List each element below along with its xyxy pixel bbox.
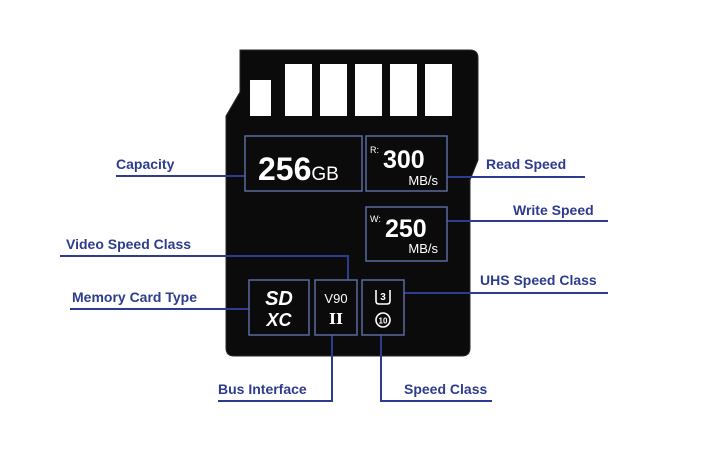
write-speed-label: Write Speed xyxy=(513,202,594,218)
write-value: 250 xyxy=(385,215,427,243)
read-speed-label: Read Speed xyxy=(486,156,566,172)
write-speed-box: W: 250 MB/s xyxy=(365,206,448,262)
read-unit: MB/s xyxy=(408,173,438,188)
speed-class-leader-line xyxy=(380,335,492,402)
uhs-speed-box: 3 10 xyxy=(361,279,405,336)
bus-interface-mark: II xyxy=(329,310,343,328)
xc-logo-text: XC xyxy=(265,310,292,330)
bus-interface-leader-line xyxy=(218,335,333,402)
contact-pin xyxy=(355,64,382,116)
uhs-class-number: 3 xyxy=(380,292,386,303)
speed-class-icon: 10 xyxy=(375,312,391,328)
sdxc-logo-box: SD XC xyxy=(248,279,310,336)
capacity-box: 256GB xyxy=(244,135,363,192)
annotation-lines xyxy=(60,175,608,402)
write-prefix: W: xyxy=(370,214,381,224)
read-prefix: R: xyxy=(370,145,379,155)
contact-pins xyxy=(250,64,452,116)
video-speed-mark: V90 xyxy=(324,291,347,306)
speed-class-number: 10 xyxy=(379,317,388,326)
video-bus-box: V90 II xyxy=(314,279,358,336)
capacity-unit: GB xyxy=(311,164,338,185)
capacity-label: Capacity xyxy=(116,156,175,172)
contact-pin xyxy=(390,64,417,116)
uhs-speed-class-label: UHS Speed Class xyxy=(480,272,597,288)
video-speed-leader-line xyxy=(60,255,349,280)
sd-logo-text: SD xyxy=(265,288,293,310)
uhs-class-icon: 3 xyxy=(375,290,391,305)
bus-interface-label: Bus Interface xyxy=(218,381,307,397)
contact-pin xyxy=(285,64,312,116)
speed-class-label: Speed Class xyxy=(404,381,487,397)
contact-pin xyxy=(425,64,452,116)
read-speed-box: R: 300 MB/s xyxy=(365,135,448,192)
annotation-labels: Capacity Read Speed Write Speed Video Sp… xyxy=(66,156,597,397)
contact-pin xyxy=(320,64,347,116)
read-value: 300 xyxy=(383,146,425,174)
video-speed-class-label: Video Speed Class xyxy=(66,236,191,252)
capacity-number: 256 xyxy=(258,151,311,187)
contact-pin xyxy=(250,80,271,116)
memory-card-type-label: Memory Card Type xyxy=(72,289,197,305)
svg-text:256GB: 256GB xyxy=(258,151,339,187)
write-unit: MB/s xyxy=(408,241,438,256)
